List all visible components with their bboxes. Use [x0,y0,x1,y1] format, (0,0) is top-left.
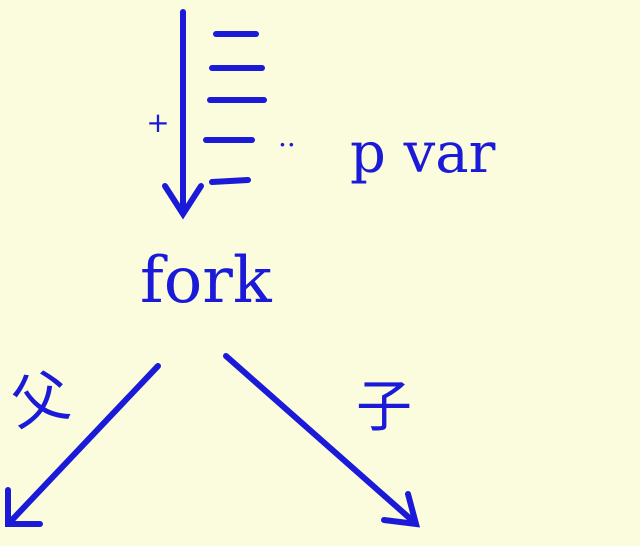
pvar-label: p var [350,121,496,186]
parent-label: 父 [5,361,76,440]
child-label: 子 [356,375,412,440]
stack-arrow [162,9,204,220]
stack-frames [203,31,267,185]
right-branch-arrow [223,353,421,528]
ellipsis-dots: .. [278,120,296,153]
fork-label: fork [140,244,273,318]
left-branch-arrow [5,363,161,527]
plus-sign: + [146,106,169,139]
stack-frame-5 [209,177,251,185]
